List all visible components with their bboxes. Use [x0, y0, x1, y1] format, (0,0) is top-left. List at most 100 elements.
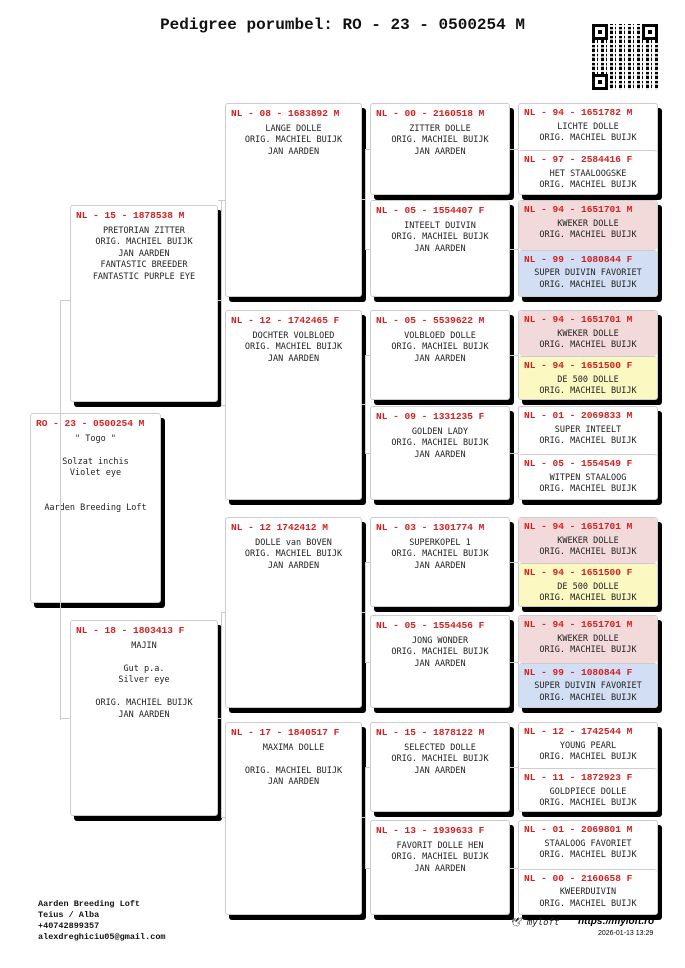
connector-line	[510, 867, 518, 869]
pigeon-info-line: JONG WONDER	[411, 635, 469, 646]
connector-line	[362, 198, 365, 200]
ring-number: NL - 08 - 1683892 M	[231, 108, 340, 119]
connector-line	[218, 300, 221, 301]
connector-line	[365, 453, 370, 454]
pigeon-info-line: Silver eye	[118, 675, 170, 685]
pigeon-info-line: ORIG. MACHIEL BUIJK	[95, 237, 193, 247]
pigeon-info-line: Solzat inchis	[62, 456, 129, 467]
pigeon-info-line: JAN AARDEN	[414, 863, 466, 874]
ring-number: NL - 18 - 1803413 F	[76, 625, 185, 636]
connector-line	[362, 404, 365, 405]
pigeon-info-line: ORIG. MACHIEL BUIJK	[391, 647, 489, 657]
site-link[interactable]: https://myloft.ro	[578, 916, 655, 927]
breeder-email: alexdreghiciu05@gmail.com	[38, 932, 166, 942]
pigeon-info-line: KWEKER DOLLE	[557, 633, 619, 644]
connector-line	[510, 355, 518, 356]
ring-number: NL - 12 - 1742544 M	[524, 726, 633, 737]
pigeon-info-line: ORIG. MACHIEL BUIJK	[539, 645, 637, 655]
pigeon-info-line: ORIG. MACHIEL BUIJK	[95, 698, 193, 708]
ring-number: NL - 99 - 1080844 F	[524, 253, 633, 265]
pigeon-info-line: PRETORIAN ZITTER	[103, 225, 185, 236]
ring-number: NL - 13 - 1939633 F	[376, 825, 485, 836]
pigeon-info-line	[71, 687, 217, 699]
connector-line	[510, 562, 518, 563]
pigeon-info-line: KWEKER DOLLE	[557, 328, 619, 339]
connector-line	[365, 767, 366, 868]
connector-line	[221, 200, 222, 405]
connector-line	[510, 248, 518, 250]
ring-number: NL - 05 - 1554549 F	[524, 458, 633, 469]
ring-number: NL - 05 - 5539622 M	[376, 315, 485, 326]
pigeon-info-line: ORIG. MACHIEL BUIJK	[539, 230, 637, 240]
ring-number: NL - 94 - 1651782 M	[524, 107, 633, 118]
ring-number: NL - 00 - 2160658 F	[524, 872, 633, 884]
pigeon-info-line: JAN AARDEN	[414, 353, 466, 364]
ring-number: NL - 17 - 1840517 F	[231, 727, 340, 738]
breeder-contact: Aarden Breeding Loft Teius / Alba +40742…	[38, 899, 166, 943]
pigeon-info-line: JAN AARDEN	[267, 777, 320, 787]
pigeon-info-line	[31, 491, 160, 503]
breeder-phone: +40742899357	[38, 921, 100, 931]
pigeon-info-line	[226, 754, 361, 766]
connector-line	[60, 300, 61, 720]
pigeon-info-line: SELECTED DOLLE	[404, 742, 476, 753]
ring-number: NL - 12 - 1742465 F	[231, 315, 340, 326]
subject-pigeon-card[interactable]: RO - 23 - 0500254 M" Togo " Solzat inchi…	[30, 413, 161, 603]
pigeon-info-line: KWEKER DOLLE	[557, 218, 619, 229]
connector-line	[365, 661, 370, 663]
pigeon-info-line: ORIG. MACHIEL BUIJK	[391, 342, 489, 352]
pigeon-info-line: ORIG. MACHIEL BUIJK	[391, 135, 489, 145]
pigeon-info-line: DOCHTER VOLBLOED	[252, 330, 335, 341]
pigeon-info-line	[31, 445, 160, 457]
myloft-logo: 🕊 myloft	[510, 918, 560, 928]
ring-number: NL - 94 - 1651500 F	[524, 360, 633, 371]
pigeon-info-line: JAN AARDEN	[267, 560, 320, 571]
connector-line	[365, 248, 370, 250]
pigeon-info-line: ORIG. MACHIEL BUIJK	[539, 436, 637, 446]
pigeon-info-line: INTEELT DUIVIN	[404, 220, 476, 231]
pigeon-info-line: ORIG. MACHIEL BUIJK	[244, 135, 343, 145]
pigeon-info-line: ORIG. MACHIEL BUIJK	[539, 484, 637, 494]
ring-number: NL - 99 - 1080844 F	[524, 666, 633, 678]
pigeon-info-line: HET STAALOOGSKE	[549, 168, 627, 179]
pigeon-info-line: JAN AARDEN	[414, 560, 466, 571]
connector-line	[510, 767, 518, 768]
pigeon-info-line: ORIG. MACHIEL BUIJK	[539, 850, 637, 860]
ring-number: NL - 09 - 1331235 F	[376, 411, 485, 422]
pigeon-info-line: JAN AARDEN	[414, 146, 466, 157]
pigeon-info-line: MAXIMA DOLLE	[262, 742, 325, 753]
connector-line	[365, 355, 370, 356]
